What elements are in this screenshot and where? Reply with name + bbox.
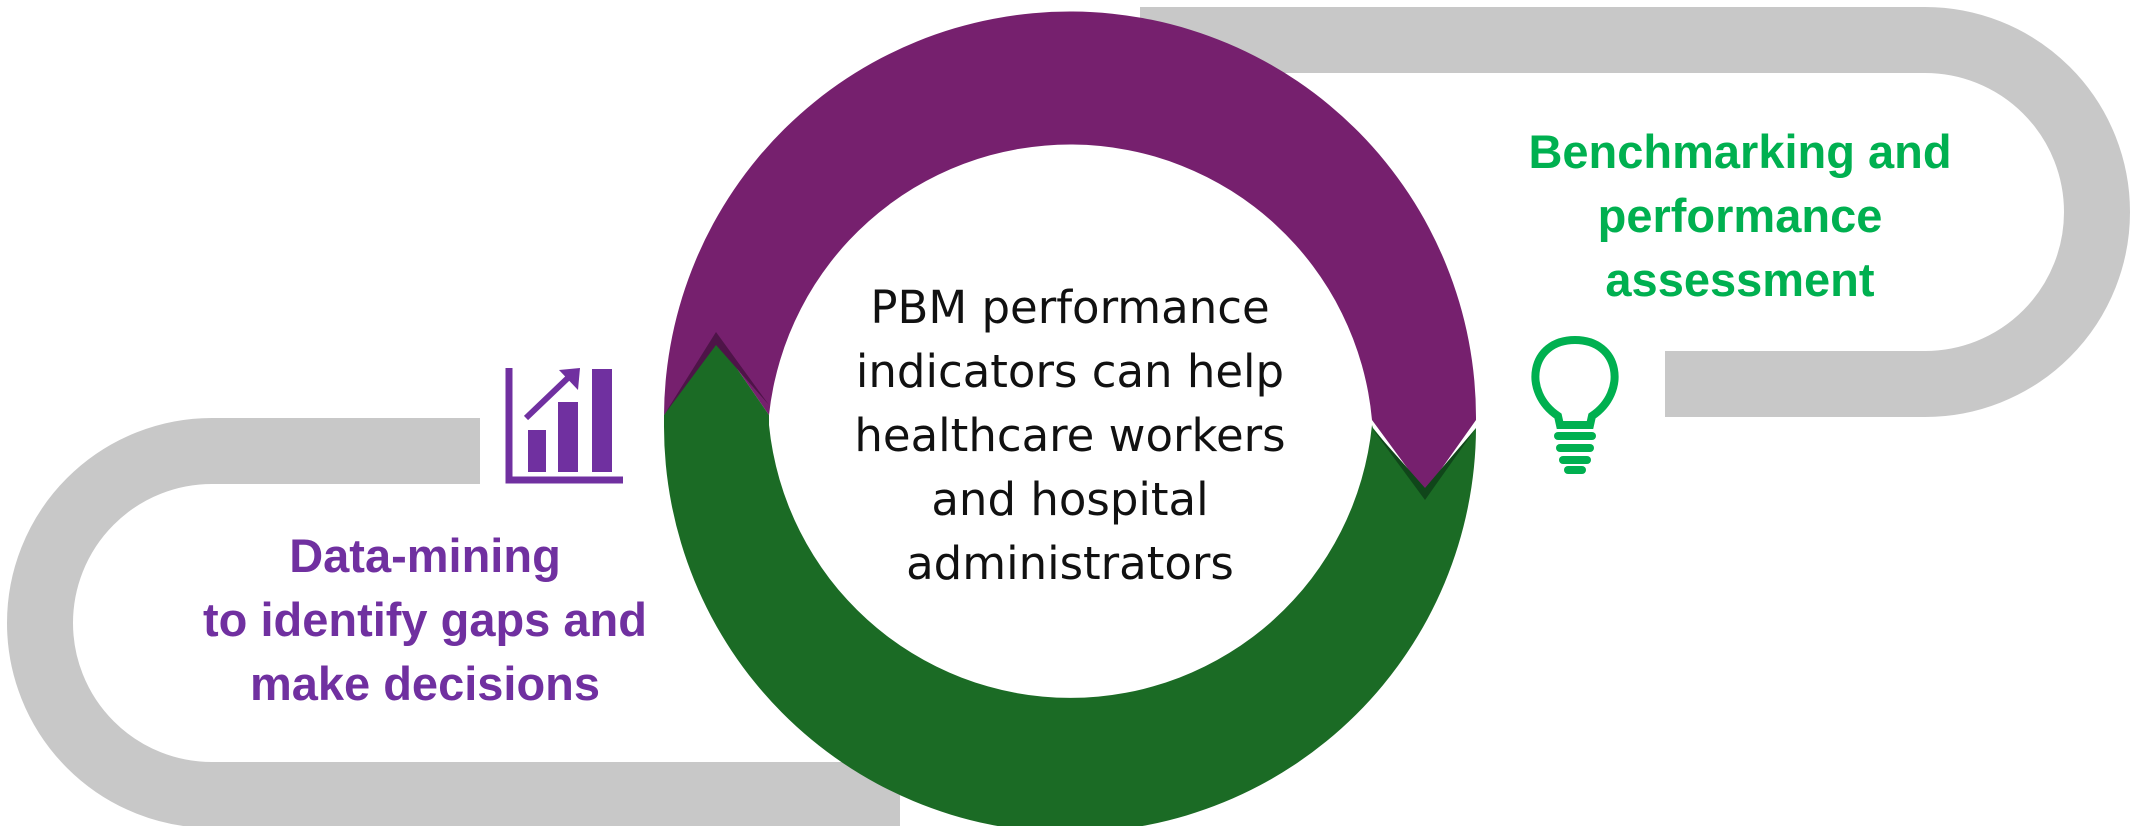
left-label-line: to identify gaps and	[203, 593, 647, 646]
right-label-line: assessment	[1605, 253, 1875, 306]
center-statement-line: and hospital	[931, 473, 1209, 526]
ring-bottom-segment	[663, 338, 1476, 826]
ring-top-segment	[664, 11, 1477, 493]
left-label-line: Data-mining	[289, 529, 561, 582]
track-right-loop	[1140, 7, 2130, 417]
center-statement-line: administrators	[906, 537, 1234, 590]
lightbulb-icon	[1531, 335, 1619, 474]
right-label-line: performance	[1597, 189, 1883, 242]
left-step-label: Data-mining to identify gaps and make deci…	[150, 524, 700, 716]
center-statement-line: indicators can help	[855, 345, 1285, 398]
bar-chart-growth-icon	[505, 368, 623, 484]
left-label-line: make decisions	[249, 657, 601, 710]
track-left-loop	[7, 418, 900, 826]
center-statement-line: healthcare workers	[854, 409, 1286, 462]
right-step-label: Benchmarking and performance assessment	[1475, 120, 2005, 312]
right-label-line: Benchmarking and	[1528, 125, 1952, 178]
track	[7, 7, 2130, 826]
center-statement-line: PBM performance	[870, 281, 1270, 334]
center-statement: PBM performance indicators can help health…	[830, 276, 1310, 596]
